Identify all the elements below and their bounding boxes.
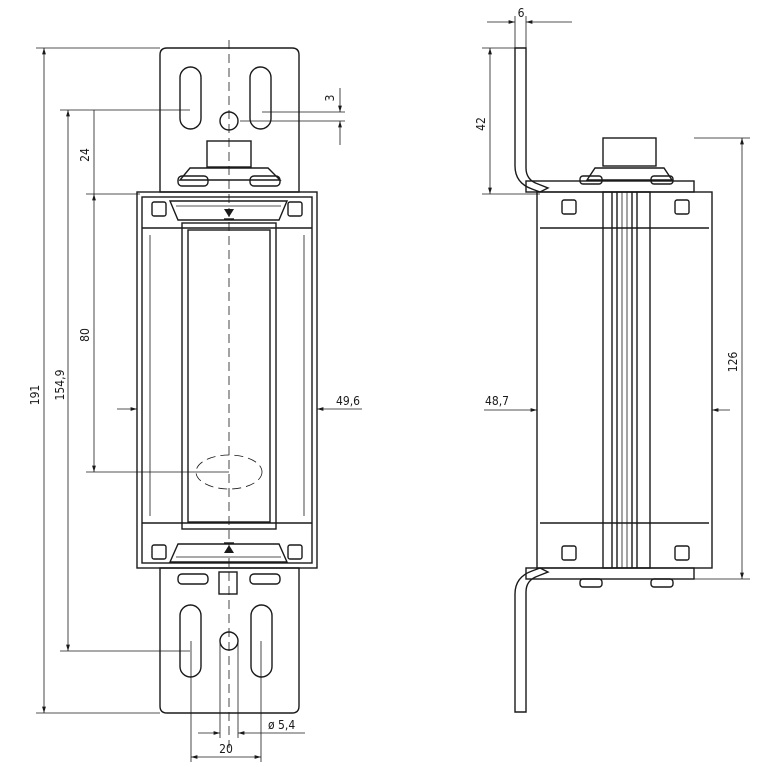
- dim-tab-thickness-label: 6: [518, 6, 525, 20]
- dim-body-height: 126: [694, 137, 750, 580]
- dim-hole-offset-label: 3: [323, 95, 337, 102]
- fuse-body: [136, 191, 318, 569]
- upper-tab: [514, 47, 550, 193]
- dim-contact-height: 154,9: [53, 109, 190, 652]
- dim-body-width: 49,6: [117, 394, 362, 411]
- side-view: 6 42 48,7 126: [474, 6, 750, 713]
- dim-contact-height-label: 154,9: [53, 369, 67, 400]
- dim-body-depth: 48,7: [484, 394, 730, 412]
- dim-body-depth-label: 48,7: [485, 394, 509, 408]
- dim-hole-diameter: ø 5,4: [198, 641, 305, 738]
- dim-slot-spacing-label: 24: [78, 148, 92, 162]
- dim-hole-offset: 3: [240, 88, 345, 145]
- bottom-contact-blade: [159, 567, 300, 714]
- front-view: 191 154,9 80 24 3: [28, 40, 362, 762]
- dim-overall-height: 191: [28, 47, 160, 714]
- lower-tab: [514, 567, 550, 713]
- dim-hole-pitch-label: 20: [219, 742, 233, 756]
- dim-to-hole: 80: [78, 193, 229, 473]
- dim-body-height-label: 126: [726, 352, 740, 373]
- dim-to-hole-label: 80: [78, 328, 92, 342]
- dim-body-width-label: 49,6: [336, 394, 360, 408]
- dim-tab-height-label: 42: [474, 117, 488, 131]
- dim-hole-diameter-label: ø 5,4: [268, 718, 295, 732]
- dim-tab-height: 42: [474, 47, 540, 195]
- dim-tab-thickness: 6: [487, 6, 572, 48]
- dim-hole-pitch: 20: [190, 641, 262, 762]
- top-contact-blade: [159, 47, 300, 193]
- dim-overall-height-label: 191: [28, 385, 42, 406]
- dim-slot-spacing: 24: [78, 110, 95, 194]
